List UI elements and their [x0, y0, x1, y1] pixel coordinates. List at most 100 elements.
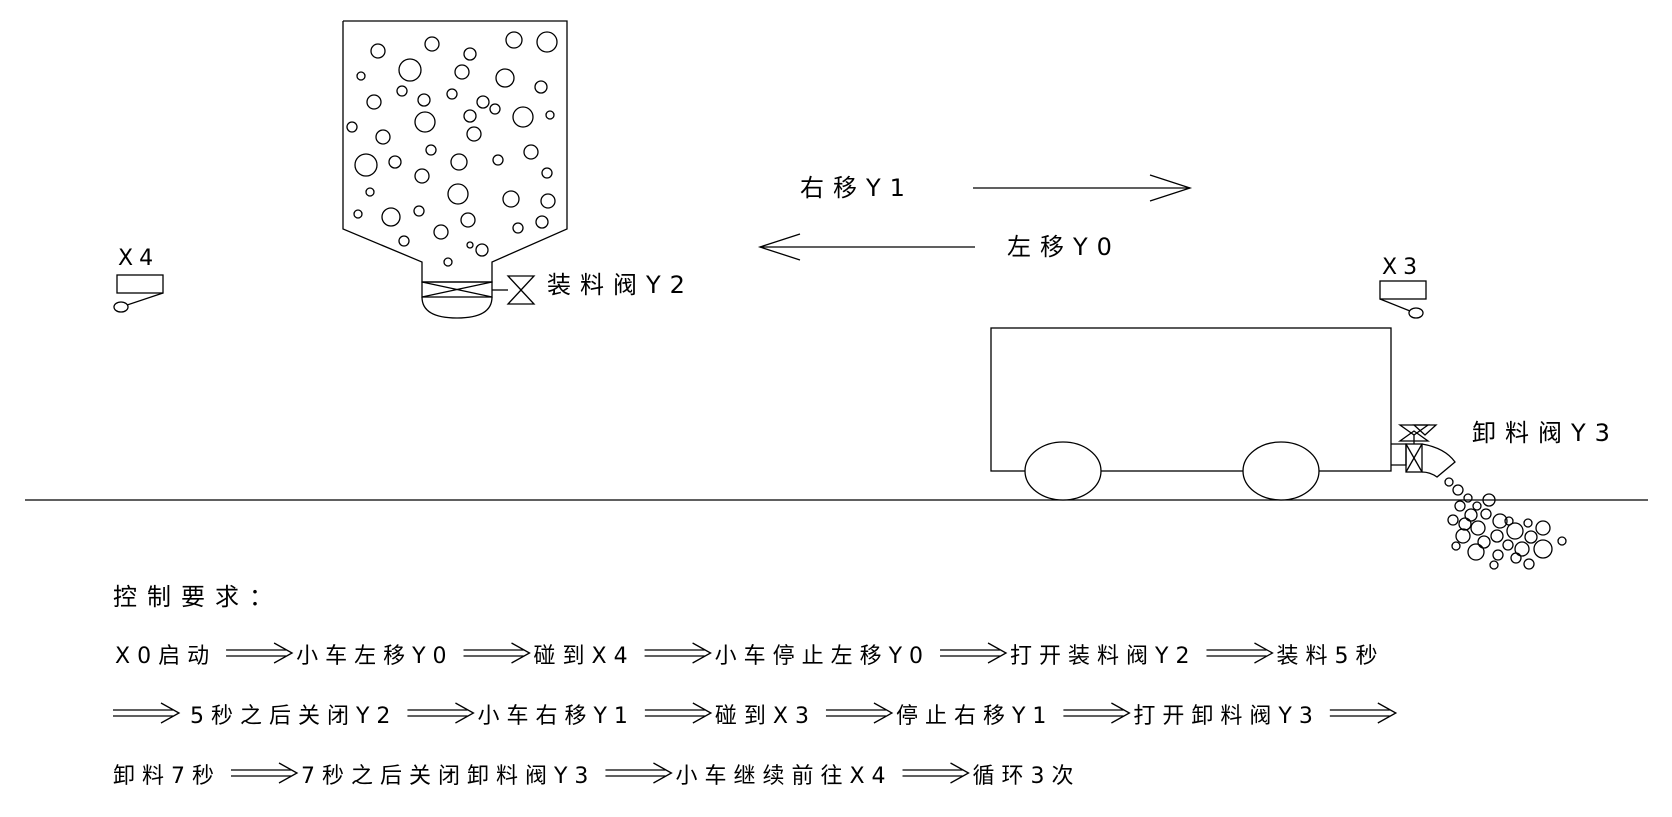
requirement-step: 打开卸料阀Y3 [1133, 704, 1319, 729]
hopper-material-particle [366, 94, 382, 110]
hopper-material-particle [433, 224, 449, 240]
double-arrow-icon [231, 762, 299, 784]
requirement-step: 小车继续前往X4 [675, 764, 892, 789]
hopper [342, 20, 568, 319]
discharged-material-particle [1444, 477, 1454, 487]
double-arrow-icon [463, 642, 531, 664]
discharged-material-particle [1454, 500, 1466, 512]
hopper-material-particle [463, 47, 477, 61]
x3-label: X3 [1382, 255, 1423, 280]
requirement-step: 卸料7秒 [113, 764, 221, 789]
hopper-material-particle [454, 64, 470, 80]
discharged-material-particle [1492, 549, 1504, 561]
discharged-material-particle [1510, 552, 1522, 564]
double-arrow-icon [1063, 702, 1131, 724]
requirement-step: 7秒之后关闭卸料阀Y3 [301, 764, 595, 789]
requirement-step: X0启动 [115, 644, 216, 669]
requirement-step: 碰到X4 [534, 644, 635, 669]
double-arrow-icon [644, 642, 712, 664]
hopper-material-particle [466, 241, 474, 249]
load-valve-label: 装料阀Y2 [547, 271, 694, 299]
discharged-material-particle [1480, 508, 1492, 520]
discharged-material-particle [1523, 518, 1533, 528]
hopper-material-particle [460, 212, 476, 228]
hopper-material-particle [381, 207, 401, 227]
discharged-material-particle [1455, 528, 1471, 544]
unload-valve-symbol [1397, 424, 1438, 444]
hopper-material-particle [512, 106, 534, 128]
discharged-material-particle [1482, 493, 1496, 507]
unload-valve-label: 卸料阀Y3 [1472, 419, 1619, 447]
double-arrow-icon [1206, 642, 1274, 664]
discharged-material-particle [1467, 543, 1485, 561]
discharged-material-particle [1447, 514, 1459, 526]
cart-wheel-right [1242, 441, 1320, 501]
hopper-material-particle [492, 154, 504, 166]
hopper-material-particle [463, 109, 477, 123]
hopper-material-particle [535, 215, 549, 229]
left-arrow [757, 233, 975, 261]
hopper-material-particle [353, 209, 363, 219]
discharged-material-particle [1535, 520, 1551, 536]
hopper-material-particle [502, 190, 520, 208]
double-arrow-icon [407, 702, 475, 724]
x4-limit-switch [113, 274, 164, 313]
hopper-material-particle [545, 110, 555, 120]
requirement-step: 停止右移Y1 [896, 704, 1053, 729]
discharged-material-particle [1533, 539, 1553, 559]
discharged-material-particle [1504, 516, 1514, 526]
hopper-material-particle [534, 80, 548, 94]
discharged-material-particle [1489, 560, 1499, 570]
hopper-material-particle [512, 222, 524, 234]
hopper-material [346, 31, 558, 267]
hopper-material-particle [523, 144, 539, 160]
discharged-material-particle [1502, 539, 1514, 551]
discharged-material-particle [1514, 541, 1530, 557]
hopper-material-particle [396, 85, 408, 97]
x4-label: X4 [118, 246, 159, 271]
hopper-material-particle [476, 95, 490, 109]
requirement-step: 小车停止左移Y0 [715, 644, 930, 669]
requirements-title: 控制要求： [113, 583, 283, 611]
requirement-step: 碰到X3 [715, 704, 816, 729]
discharged-material-particle [1557, 536, 1567, 546]
hopper-material-particle [489, 103, 501, 115]
hopper-material-particle [447, 183, 469, 205]
hopper-material-particle [475, 243, 489, 257]
discharged-material-particle [1470, 520, 1486, 536]
discharged-material-particle [1490, 529, 1504, 543]
hopper-material-particle [356, 71, 366, 81]
hopper-material-particle [446, 88, 458, 100]
hopper-material-particle [388, 155, 402, 169]
requirement-step: 5秒之后关闭Y2 [190, 704, 397, 729]
hopper-material-particle [375, 129, 391, 145]
double-arrow-icon [940, 642, 1008, 664]
hopper-material-particle [414, 168, 430, 184]
discharged-material-particle [1458, 517, 1472, 531]
discharged-material-particle [1451, 541, 1461, 551]
hopper-material-particle [466, 126, 482, 142]
requirement-step: 装料5秒 [1276, 644, 1384, 669]
double-arrow-icon [902, 762, 970, 784]
discharged-material-particle [1492, 513, 1508, 529]
hopper-material-particle [398, 235, 410, 247]
discharged-material-particle [1523, 558, 1535, 570]
double-arrow-icon [605, 762, 673, 784]
hopper-material-particle [450, 153, 468, 171]
discharged-material-particle [1464, 508, 1478, 522]
double-arrow-icon [1329, 702, 1398, 724]
hopper-material-particle [541, 167, 553, 179]
hopper-material-particle [495, 68, 515, 88]
hopper-material-particle [370, 43, 386, 59]
hopper-material-particle [398, 58, 422, 82]
cart [990, 327, 1456, 501]
hopper-material-particle [424, 36, 440, 52]
load-valve-symbol [492, 275, 536, 305]
hopper-material-particle [417, 93, 431, 107]
hopper-material-particle [443, 257, 453, 267]
hopper-material-particle [540, 193, 556, 209]
discharged-material-particle [1524, 530, 1538, 544]
discharged-material [1444, 477, 1567, 570]
